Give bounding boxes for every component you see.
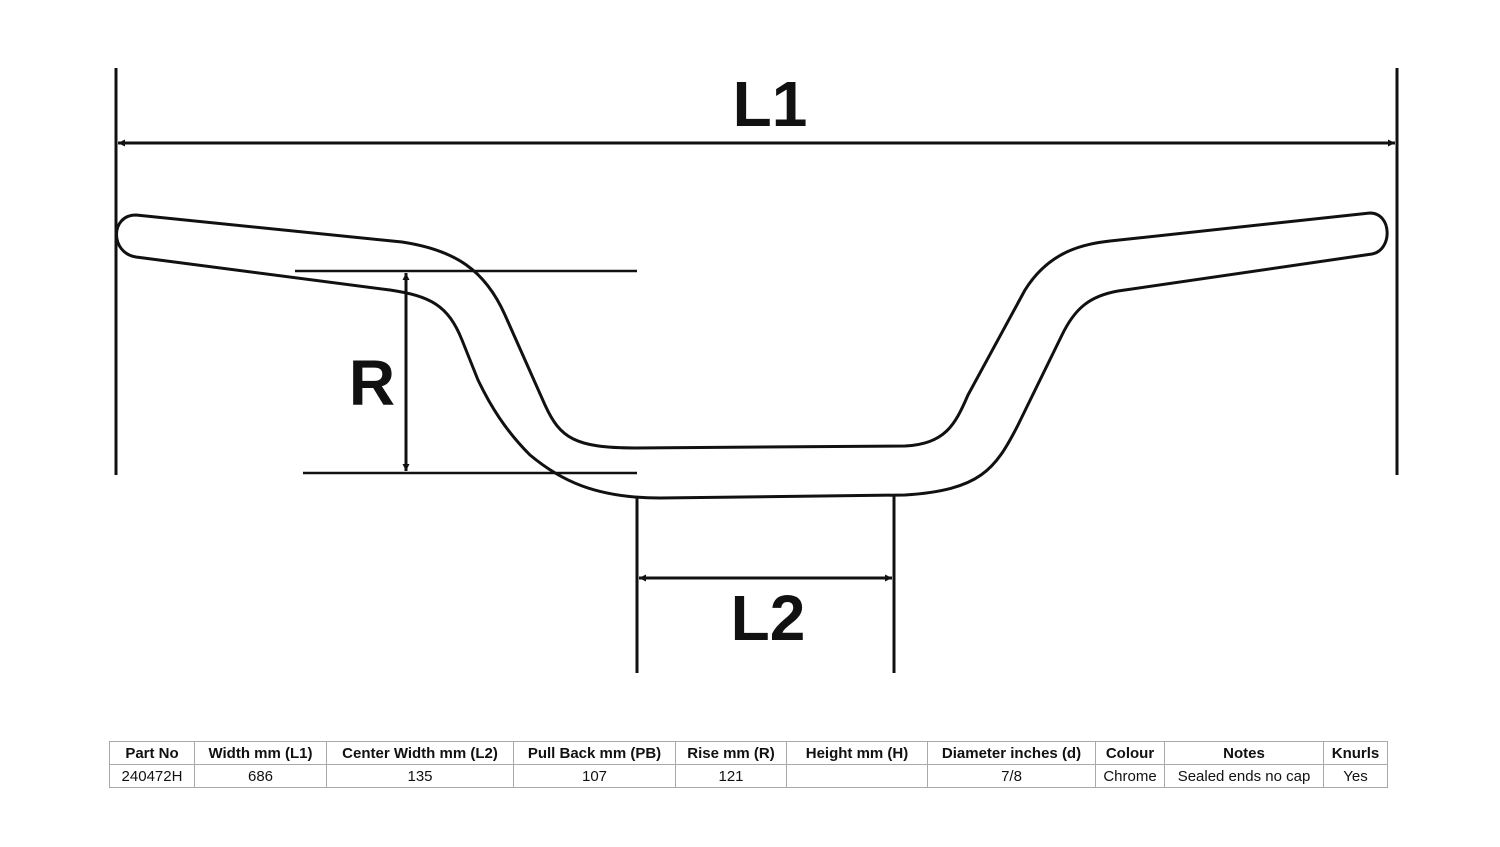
header-colour: Colour bbox=[1095, 741, 1165, 765]
header-notes: Notes bbox=[1164, 741, 1324, 765]
header-diameter: Diameter inches (d) bbox=[927, 741, 1096, 765]
cell-rise: 121 bbox=[675, 764, 787, 788]
cell-diameter: 7/8 bbox=[927, 764, 1096, 788]
header-knurls: Knurls bbox=[1323, 741, 1388, 765]
handlebar-diagram: L1 R L2 bbox=[114, 68, 1399, 673]
l2-label: L2 bbox=[731, 582, 806, 654]
cell-notes: Sealed ends no cap bbox=[1164, 764, 1324, 788]
cell-width-l1: 686 bbox=[194, 764, 327, 788]
handlebar-outline bbox=[115, 211, 1389, 500]
header-rise: Rise mm (R) bbox=[675, 741, 787, 765]
cell-part-no: 240472H bbox=[109, 764, 195, 788]
cell-center-width-l2: 135 bbox=[326, 764, 514, 788]
header-center-width-l2: Center Width mm (L2) bbox=[326, 741, 514, 765]
r-label: R bbox=[349, 347, 395, 419]
header-pull-back: Pull Back mm (PB) bbox=[513, 741, 676, 765]
spec-table: Part No Width mm (L1) Center Width mm (L… bbox=[109, 741, 1388, 788]
l1-label: L1 bbox=[733, 68, 808, 140]
table-row: 240472H 686 135 107 121 7/8 Chrome Seale… bbox=[109, 764, 1388, 788]
table-header-row: Part No Width mm (L1) Center Width mm (L… bbox=[109, 741, 1388, 765]
cell-colour: Chrome bbox=[1095, 764, 1165, 788]
cell-knurls: Yes bbox=[1323, 764, 1388, 788]
header-width-l1: Width mm (L1) bbox=[194, 741, 327, 765]
header-height: Height mm (H) bbox=[786, 741, 928, 765]
header-part-no: Part No bbox=[109, 741, 195, 765]
cell-pull-back: 107 bbox=[513, 764, 676, 788]
cell-height bbox=[786, 764, 928, 788]
